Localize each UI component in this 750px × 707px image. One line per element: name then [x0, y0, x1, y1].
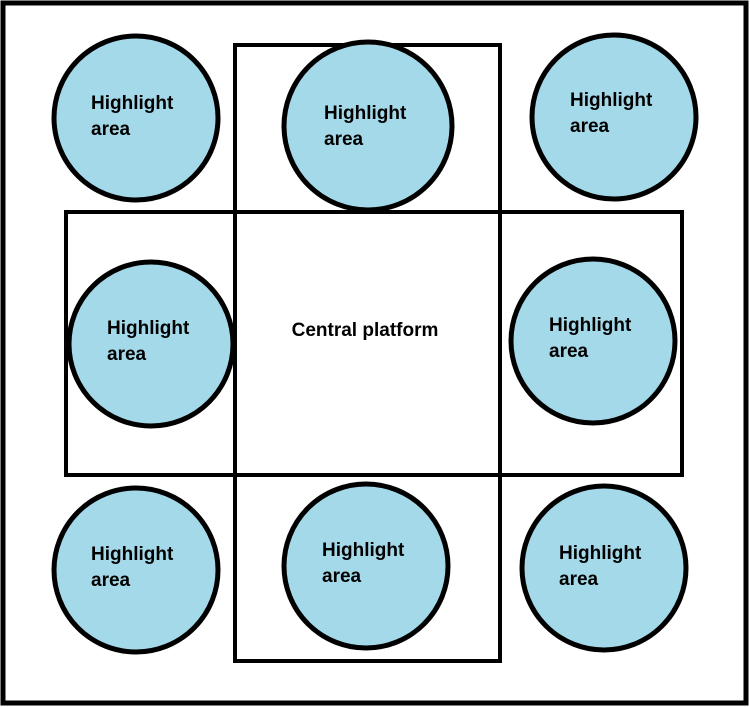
highlight-circle [51, 485, 221, 655]
highlight-label-line2: area [322, 566, 362, 587]
highlight-label-line1: Highlight [322, 540, 405, 561]
highlight-circle [51, 33, 221, 203]
highlight-circle [281, 39, 455, 213]
highlight-label-line1: Highlight [107, 318, 190, 339]
highlight-label: Highlight area [570, 90, 658, 137]
highlight-label-line2: area [570, 116, 610, 137]
highlight-area-bottom-right: Highlight area [519, 483, 689, 653]
highlight-label: Highlight area [91, 544, 179, 591]
highlight-area-middle-right: Highlight area [508, 256, 678, 426]
highlight-circle [529, 32, 699, 202]
highlight-label: Highlight area [322, 540, 410, 587]
highlight-label-line2: area [91, 570, 131, 591]
highlight-label-line2: area [549, 341, 589, 362]
highlight-area-top-right: Highlight area [529, 32, 699, 202]
highlight-circle [66, 259, 236, 429]
highlight-area-bottom-left: Highlight area [51, 485, 221, 655]
highlight-label-line2: area [324, 129, 364, 150]
central-platform-label: Central platform [292, 320, 439, 341]
highlight-area-bottom-middle: Highlight area [281, 481, 451, 651]
highlight-label: Highlight area [324, 103, 412, 150]
highlight-label: Highlight area [549, 315, 637, 362]
highlight-area-top-middle: Highlight area [281, 39, 455, 213]
highlight-label-line1: Highlight [559, 543, 642, 564]
highlight-label-line1: Highlight [549, 315, 632, 336]
highlight-circle [508, 256, 678, 426]
highlight-label-line1: Highlight [91, 544, 174, 565]
highlight-circle [281, 481, 451, 651]
highlight-label: Highlight area [559, 543, 647, 590]
highlight-label: Highlight area [107, 318, 195, 365]
highlight-label: Highlight area [91, 93, 179, 140]
highlight-area-top-left: Highlight area [51, 33, 221, 203]
highlight-label-line1: Highlight [324, 103, 407, 124]
highlight-label-line1: Highlight [570, 90, 653, 111]
highlight-label-line2: area [91, 119, 131, 140]
highlight-label-line2: area [107, 344, 147, 365]
highlight-area-middle-left: Highlight area [66, 259, 236, 429]
highlight-label-line1: Highlight [91, 93, 174, 114]
highlight-label-line2: area [559, 569, 599, 590]
highlight-circle [519, 483, 689, 653]
